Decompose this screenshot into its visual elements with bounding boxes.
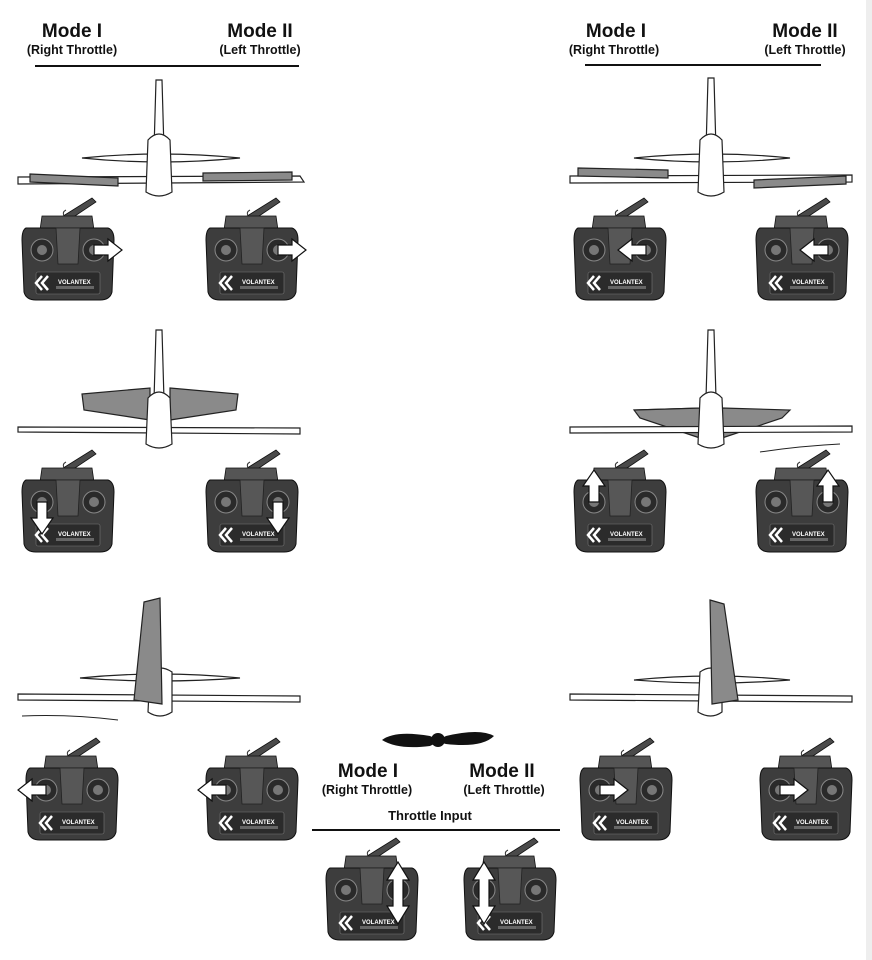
left-mode1-title: Mode I — [41, 21, 103, 42]
tx-r3-left-mode1: VOLANTEX — [17, 736, 120, 842]
transmitter-brand-label: VOLANTEX — [62, 820, 95, 826]
tx-r1-left-mode2: VOLANTEX — [204, 196, 307, 302]
airplane-aileron-left-shape — [17, 79, 306, 197]
tx-throttle-mode2: VOLANTEX — [462, 836, 558, 942]
transmitter-brand-label: VOLANTEX — [500, 920, 533, 926]
transmitter-brand-label: VOLANTEX — [792, 532, 825, 538]
transmitter-brand-label: VOLANTEX — [610, 280, 643, 286]
tx-r3-right-mode1: VOLANTEX — [578, 736, 674, 842]
transmitter-brand-label: VOLANTEX — [58, 280, 91, 286]
direction-arrow-icon — [779, 777, 809, 803]
direction-arrow-icon — [599, 777, 629, 803]
tx-r3-right-mode2: VOLANTEX — [758, 736, 854, 842]
tx-r3-left-mode2: VOLANTEX — [197, 736, 300, 842]
direction-arrow-icon — [197, 777, 227, 803]
center-mode2-title: Mode II — [469, 761, 535, 782]
right-mode2-subtitle: (Left Throttle) — [764, 43, 846, 57]
transmitter-brand-label: VOLANTEX — [242, 532, 275, 538]
tx-throttle-mode1: VOLANTEX — [324, 836, 420, 942]
tx-r2-right-mode2: VOLANTEX — [754, 448, 850, 554]
direction-arrow-icon — [799, 237, 829, 263]
throttle-input-label: Throttle Input — [388, 808, 472, 823]
transmitter-brand-label: VOLANTEX — [796, 820, 829, 826]
left-mode1-subtitle: (Right Throttle) — [26, 43, 118, 57]
right-mode2-title: Mode II — [772, 21, 838, 42]
transmitter-brand-label: VOLANTEX — [362, 920, 395, 926]
direction-arrow-icon — [17, 777, 47, 803]
direction-arrow-icon — [93, 237, 123, 263]
tx-r2-left-mode1: VOLANTEX — [20, 448, 116, 554]
direction-arrow-icon — [385, 860, 411, 926]
tx-r1-right-mode2: VOLANTEX — [754, 196, 850, 302]
tx-r1-right-mode1: VOLANTEX — [572, 196, 668, 302]
direction-arrow-icon — [265, 501, 291, 536]
transmitter-brand-label: VOLANTEX — [610, 532, 643, 538]
direction-arrow-icon — [617, 237, 647, 263]
transmitter-brand-label: VOLANTEX — [242, 820, 275, 826]
direction-arrow-icon — [29, 501, 55, 536]
transmitter-brand-label: VOLANTEX — [616, 820, 649, 826]
left-mode2-title: Mode II — [227, 21, 293, 42]
direction-arrow-icon — [815, 468, 841, 503]
right-header-rule — [585, 64, 821, 66]
left-header-rule — [35, 65, 299, 67]
scrollbar[interactable] — [866, 0, 872, 960]
tx-r2-right-mode1: VOLANTEX — [572, 448, 668, 554]
transmitter-brand-label: VOLANTEX — [792, 280, 825, 286]
transmitter-brand-label: VOLANTEX — [58, 532, 91, 538]
throttle-rule — [312, 829, 560, 831]
direction-arrow-icon — [581, 468, 607, 503]
center-mode1-subtitle: (Right Throttle) — [321, 783, 413, 797]
transmitter-brand-label: VOLANTEX — [242, 280, 275, 286]
center-mode1-title: Mode I — [337, 761, 399, 782]
tx-r2-left-mode2: VOLANTEX — [204, 448, 300, 554]
center-mode2-subtitle: (Left Throttle) — [463, 783, 545, 797]
left-mode2-subtitle: (Left Throttle) — [219, 43, 301, 57]
tx-r1-left-mode1: VOLANTEX — [20, 196, 123, 302]
direction-arrow-icon — [277, 237, 307, 263]
right-mode1-title: Mode I — [585, 21, 647, 42]
right-mode1-subtitle: (Right Throttle) — [568, 43, 660, 57]
direction-arrow-icon — [471, 860, 497, 926]
